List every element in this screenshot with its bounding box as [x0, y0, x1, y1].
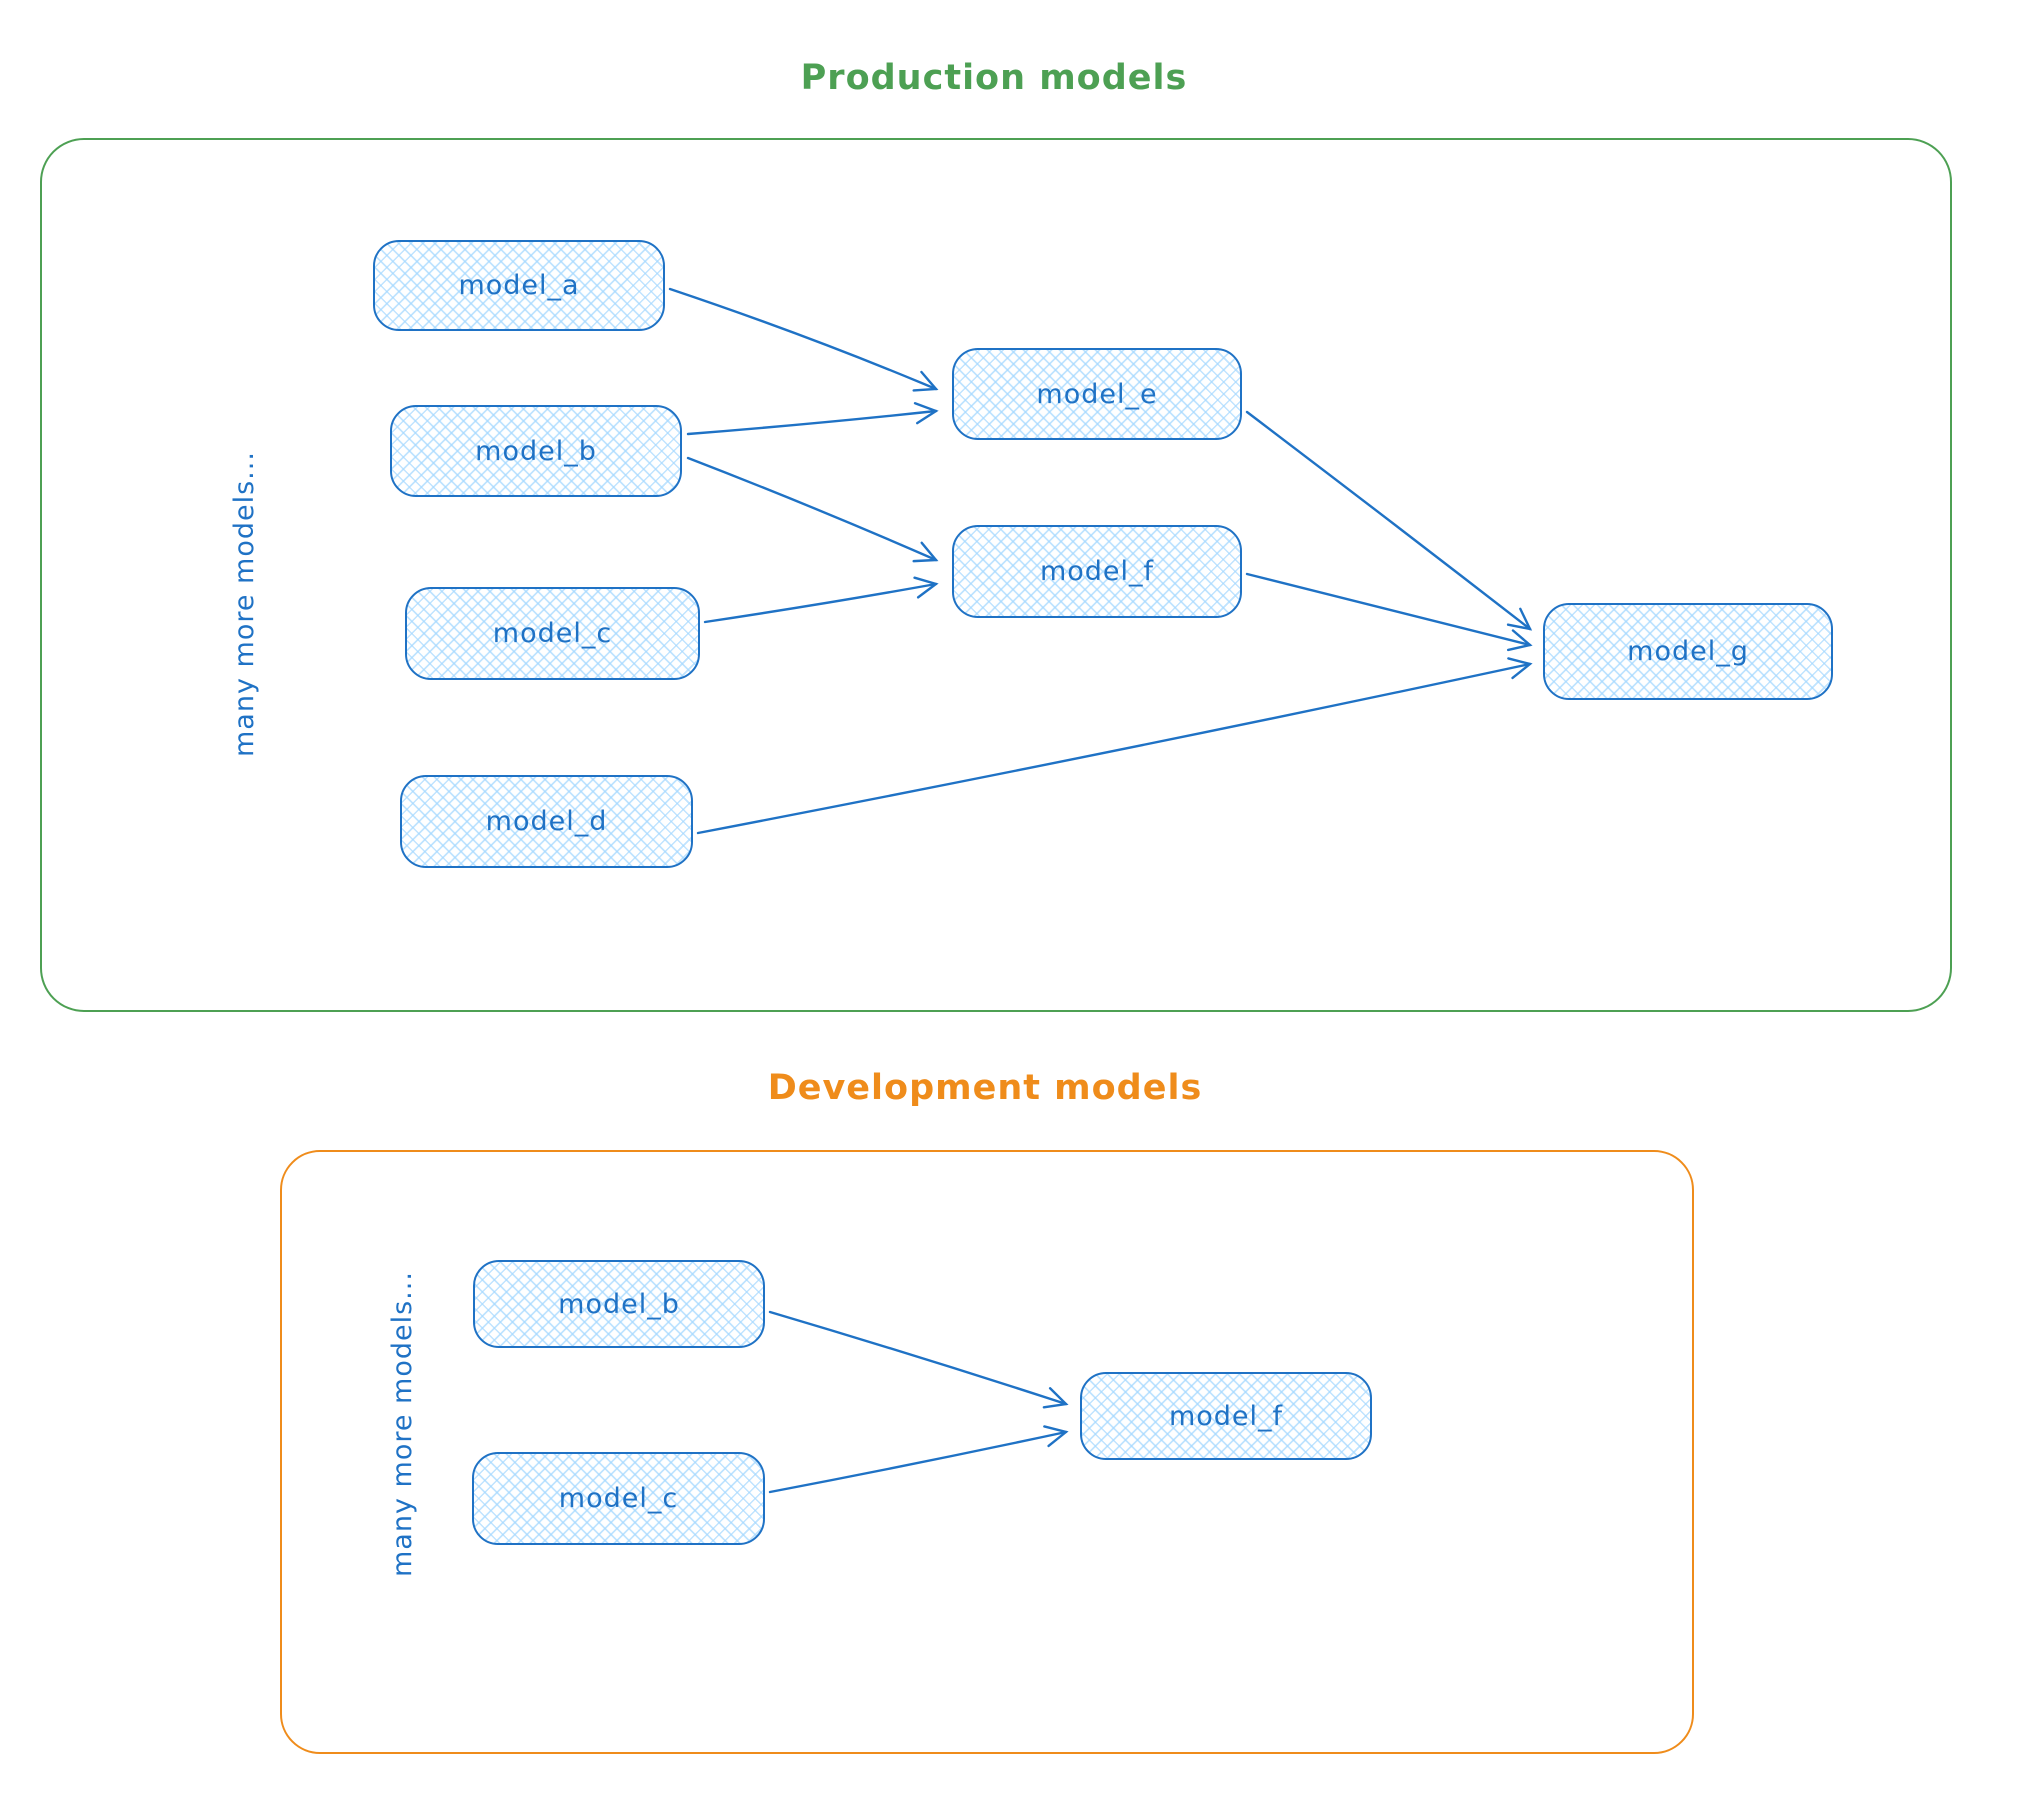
node-production-model_b: model_b: [390, 405, 682, 497]
node-development-model_b: model_b: [473, 1260, 765, 1348]
node-production-model_d: model_d: [400, 775, 693, 868]
production-side-label: many more models...: [229, 451, 260, 757]
node-label: model_c: [558, 1483, 679, 1514]
node-production-model_a: model_a: [373, 240, 665, 331]
node-label: model_c: [492, 618, 613, 649]
node-development-model_f: model_f: [1080, 1372, 1372, 1460]
node-production-model_e: model_e: [952, 348, 1242, 440]
production-section-title: Production models: [800, 58, 1188, 98]
development-side-label: many more models...: [387, 1271, 418, 1577]
node-label: model_f: [1039, 556, 1155, 587]
node-label: model_a: [458, 270, 580, 301]
node-label: model_b: [558, 1288, 680, 1320]
node-label: model_d: [485, 806, 608, 837]
production-section-frame: [40, 138, 1952, 1012]
node-production-model_f: model_f: [952, 525, 1242, 618]
node-production-model_c: model_c: [405, 587, 700, 680]
node-production-model_g: model_g: [1543, 603, 1833, 700]
node-development-model_c: model_c: [472, 1452, 765, 1545]
development-section-frame: [280, 1150, 1694, 1754]
node-label: model_b: [475, 435, 597, 467]
node-label: model_e: [1036, 378, 1158, 410]
node-label: model_g: [1627, 636, 1749, 667]
node-label: model_f: [1168, 1400, 1284, 1432]
development-section-title: Development models: [767, 1068, 1203, 1108]
